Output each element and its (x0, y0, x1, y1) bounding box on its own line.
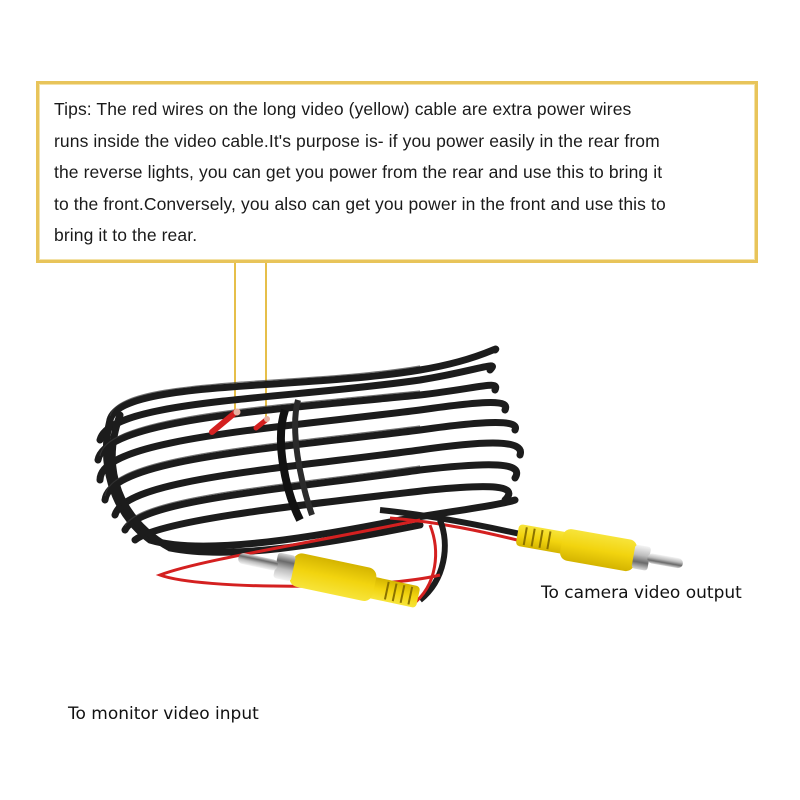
cable-tie (276, 408, 304, 522)
rca-connector-monitor (238, 552, 420, 608)
tips-callout-box: Tips: The red wires on the long video (y… (36, 81, 758, 263)
rca-connector-camera (516, 524, 683, 572)
label-camera-video-output: To camera video output (541, 583, 742, 603)
tips-text: Tips: The red wires on the long video (y… (54, 94, 754, 252)
red-wire-end-right (253, 417, 269, 431)
tips-line: bring it to the rear. (54, 225, 198, 245)
red-wire-end-left (209, 409, 239, 435)
tips-line: the reverse lights, you can get you powe… (54, 162, 663, 182)
tips-line: to the front.Conversely, you also can ge… (54, 193, 666, 214)
coiled-cable (94, 345, 524, 556)
label-monitor-video-input: To monitor video input (68, 704, 259, 724)
leader-line-right (265, 263, 267, 418)
leader-line-left (234, 263, 236, 413)
tips-line: Tips: The red wires on the long video (y… (54, 99, 632, 119)
tips-line: runs inside the video cable.It's purpose… (54, 130, 660, 151)
